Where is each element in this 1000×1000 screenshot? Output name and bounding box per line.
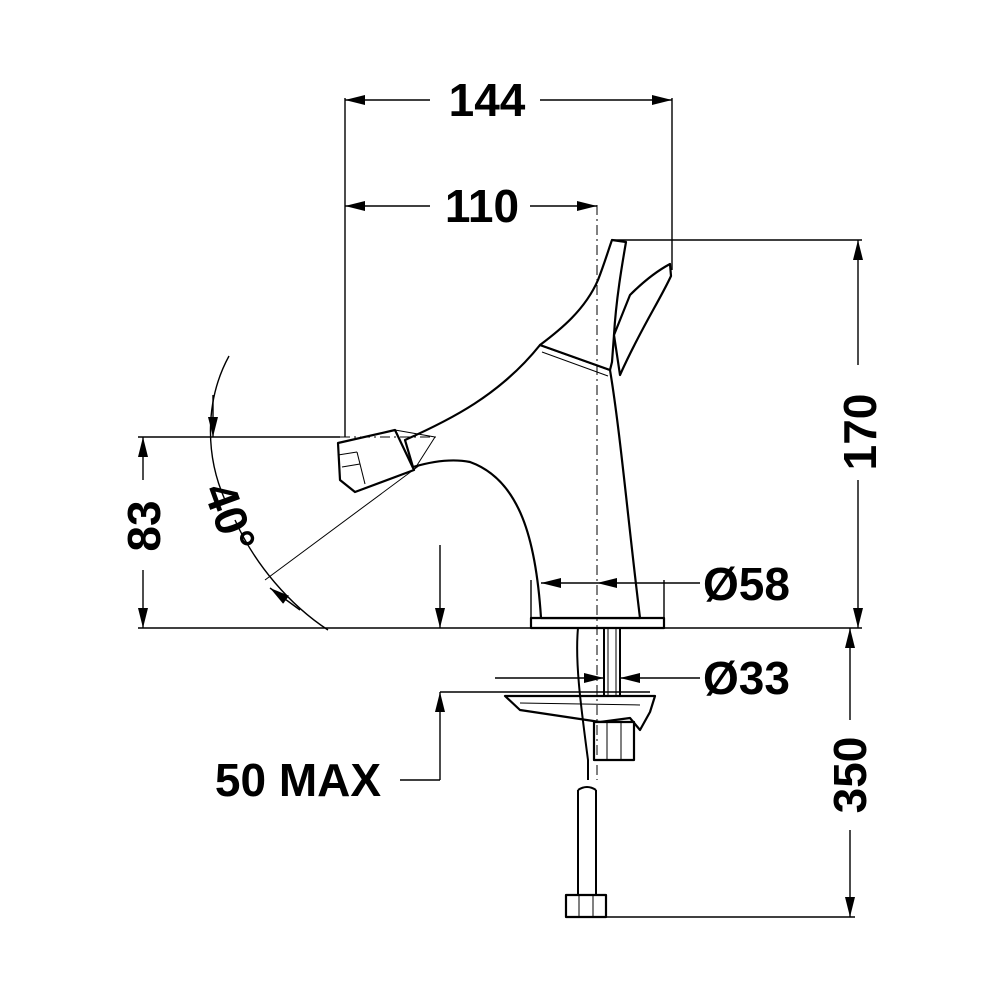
dim-height: 170 [612,239,886,628]
label-170: 170 [834,394,886,471]
label-110: 110 [445,180,519,232]
lever-back [612,262,673,377]
dim-width-overall: 144 [344,74,673,437]
dim-hole-diameter: Ø33 [495,652,790,704]
faucet-body [336,238,673,630]
dim-counter-thickness: 50 MAX [215,545,650,806]
under-counter-assembly [503,627,657,919]
lever-handle [538,238,628,372]
dim-reach: 110 [345,180,597,232]
body-outline [403,343,642,620]
hose-nut [564,893,608,919]
spray-nozzle [336,428,416,494]
label-350: 350 [824,737,876,814]
label-o58: Ø58 [703,558,790,610]
label-83: 83 [118,500,170,551]
fixing-nut [592,720,636,762]
dim-spray-angle: 40° [194,355,329,631]
label-50-max: 50 MAX [215,754,381,806]
label-144: 144 [449,74,526,126]
dim-base-diameter: Ø58 [530,558,790,618]
label-40deg: 40° [194,476,267,559]
dim-spout-height: 83 [118,436,340,628]
dim-hose-length: 350 [606,628,876,918]
label-o33: Ø33 [703,652,790,704]
